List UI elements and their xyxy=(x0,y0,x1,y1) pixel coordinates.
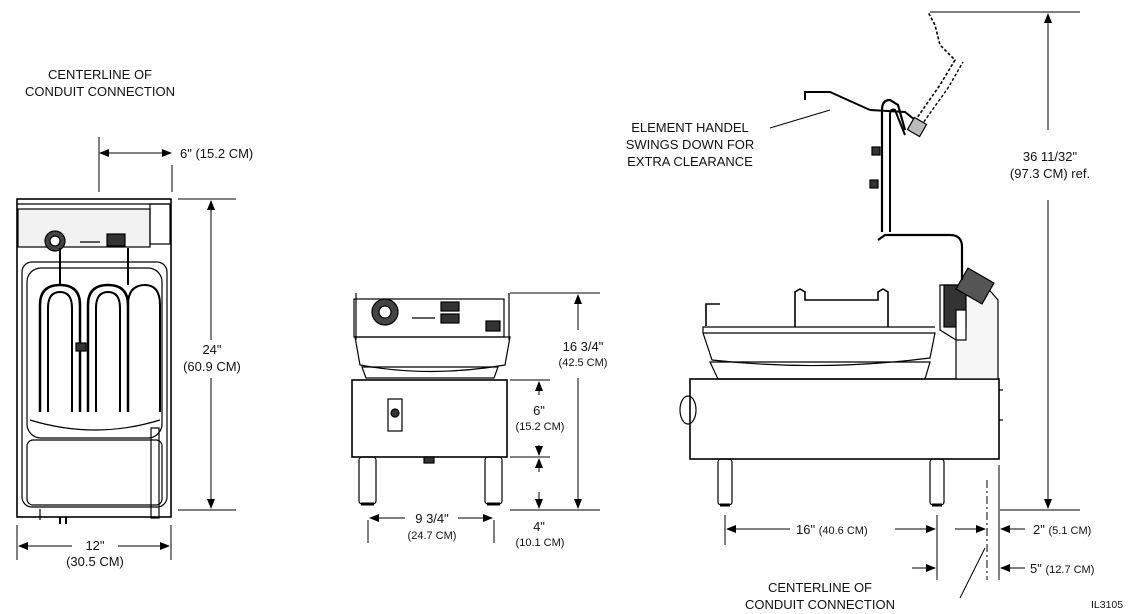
conduit-dimension-in: 5" xyxy=(1030,561,1042,576)
depth-dimension: 16" (40.6 CM) xyxy=(796,522,868,539)
overall-height-cm: (97.3 CM) ref. xyxy=(1009,166,1091,181)
front-height-in: 16 3/4" xyxy=(562,339,604,354)
conduit-label-bottom: CONDUIT CONNECTION xyxy=(745,597,895,612)
depth-dimension-cm: (40.6 CM) xyxy=(818,525,868,537)
rear-dimension-cm: (5.1 CM) xyxy=(1048,525,1092,537)
depth-dimension-in: 16" xyxy=(796,522,816,537)
handle-note-line-3: EXTRA CLEARANCE xyxy=(627,154,753,169)
leg-spacing-in: 9 3/4" xyxy=(415,511,449,526)
front-view xyxy=(351,292,600,543)
rear-dimension-in: 2" xyxy=(1033,522,1045,537)
front-height-cm: (42.5 CM) xyxy=(558,357,608,369)
overall-height-in: 36 11/32" xyxy=(1022,149,1078,164)
leg-height-in: 4" xyxy=(533,519,545,534)
conduit-label-top: CONDUIT CONNECTION xyxy=(25,84,175,99)
width-dimension-in: 12" xyxy=(85,538,105,553)
leg-spacing-cm: (24.7 CM) xyxy=(407,530,457,542)
body-height-in: 6" xyxy=(533,403,545,418)
figure-id: IL3105 xyxy=(1091,599,1124,611)
offset-dimension: 6" (15.2 CM) xyxy=(180,146,254,161)
rear-dimension: 2" (5.1 CM) xyxy=(1033,522,1091,539)
handle-note-line-1: ELEMENT HANDEL xyxy=(631,120,749,135)
centerline-label-bottom: CENTERLINE OF xyxy=(767,580,872,595)
height-dimension-in: 24" xyxy=(202,342,222,357)
conduit-dimension-cm: (12.7 CM) xyxy=(1045,564,1095,576)
side-view xyxy=(679,11,1080,599)
leg-height-cm: (10.1 CM) xyxy=(515,537,565,549)
body-height-cm: (15.2 CM) xyxy=(515,421,565,433)
height-dimension-cm: (60.9 CM) xyxy=(183,359,241,374)
handle-note-line-2: SWINGS DOWN FOR xyxy=(625,137,755,152)
centerline-label-top: CENTERLINE OF xyxy=(47,67,152,82)
conduit-dimension: 5" (12.7 CM) xyxy=(1030,561,1094,578)
width-dimension-cm: (30.5 CM) xyxy=(66,554,124,569)
top-view xyxy=(16,137,236,560)
